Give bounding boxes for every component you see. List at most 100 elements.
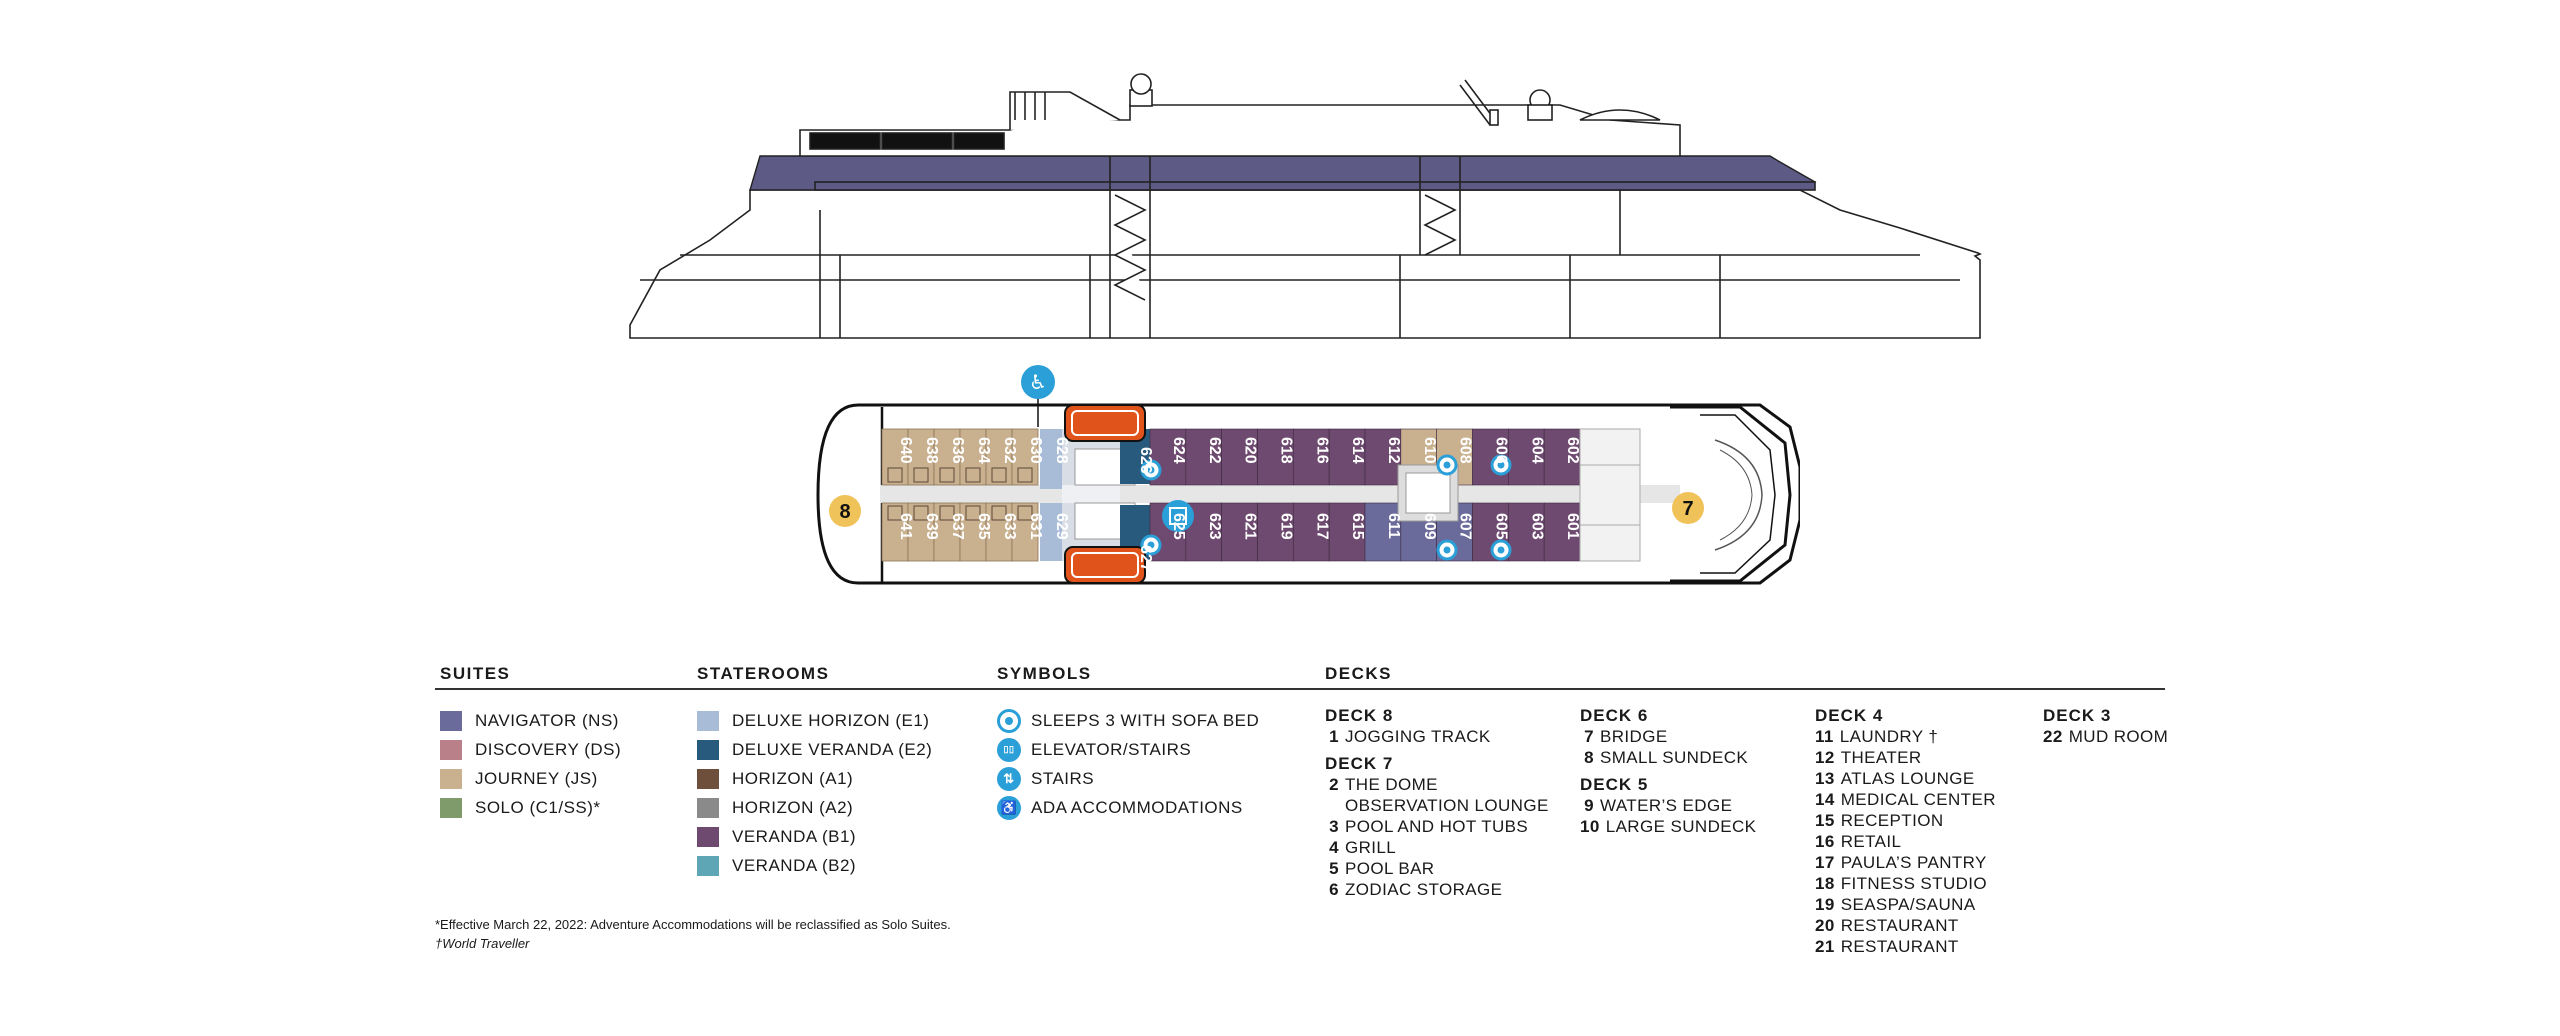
deck-item-number: 11: [1815, 727, 1834, 746]
cabin-label: 606: [1492, 437, 1509, 464]
deck-item-label: FITNESS STUDIO: [1840, 874, 1988, 893]
stateroom-swatch: [697, 768, 719, 789]
cabin-label: 611: [1385, 513, 1402, 539]
suite-swatch: [440, 739, 462, 760]
cabin-label: 628: [1053, 437, 1070, 464]
sofa-bed-icon: [997, 708, 1021, 733]
deck-item-number: 5: [1329, 859, 1339, 878]
cabin-label: 608: [1457, 437, 1474, 464]
cabin-label: 641: [897, 513, 914, 540]
wheelchair-icon: ♿: [1021, 365, 1055, 427]
cabin-label: 617: [1313, 513, 1330, 540]
symbol-item: ▯▯ELEVATOR/STAIRS: [997, 735, 1259, 764]
cabin-label: 620: [1242, 437, 1259, 464]
deck-callout-aft[interactable]: 8: [829, 495, 861, 527]
cabin-label: 639: [923, 513, 940, 540]
symbol-item: SLEEPS 3 WITH SOFA BED: [997, 706, 1259, 735]
cabin-label: 631: [1027, 513, 1044, 540]
stateroom-item: DELUXE VERANDA (E2): [697, 735, 932, 764]
elevator-stairs-icon: ▯▯: [997, 737, 1021, 762]
legend-symbols-title: SYMBOLS: [997, 664, 1092, 683]
legend-staterooms-title: STATEROOMS: [697, 664, 830, 683]
cabin-622: [1185, 428, 1222, 486]
cabin-label: 629: [1053, 513, 1070, 540]
symbol-label: SLEEPS 3 WITH SOFA BED: [1031, 710, 1260, 730]
cabin-612: [1364, 428, 1402, 486]
cabin-633: [985, 502, 1013, 562]
suite-swatch: [440, 710, 462, 731]
cabin-601: [1543, 502, 1581, 562]
cabin-618: [1257, 428, 1294, 486]
deck-item: 19 SEASPA/SAUNA: [1815, 895, 1996, 916]
cabin-603: [1508, 502, 1545, 562]
cabin-label: 622: [1206, 437, 1223, 464]
cabin-632: [985, 428, 1013, 486]
cabin-604: [1508, 428, 1545, 486]
deck-item-number: 19: [1815, 895, 1835, 914]
deck-item-label: SEASPA/SAUNA: [1840, 895, 1976, 914]
stateroom-label: DELUXE VERANDA (E2): [732, 739, 933, 759]
lifeboat-top: [1064, 404, 1146, 442]
suite-item: SOLO (C1/SS)*: [440, 793, 621, 822]
symbol-label: ADA ACCOMMODATIONS: [1031, 797, 1243, 817]
deck-item-label: RESTAURANT: [1840, 916, 1959, 935]
cabin-602: [1543, 428, 1581, 486]
cabin-label: 615: [1349, 513, 1366, 540]
stateroom-item: VERANDA (B1): [697, 822, 932, 851]
suite-swatch: [440, 768, 462, 789]
cabin-label: 625: [1170, 513, 1187, 540]
stateroom-item: VERANDA (B2): [697, 851, 932, 880]
svg-text:♿: ♿: [1029, 370, 1047, 394]
suite-label: DISCOVERY (DS): [475, 739, 622, 759]
cabin-640: [881, 428, 909, 486]
legend-symbols: SYMBOLS SLEEPS 3 WITH SOFA BED ▯▯ELEVATOR…: [997, 664, 1259, 822]
suite-label: NAVIGATOR (NS): [475, 710, 619, 730]
deck-item-number: 13: [1815, 769, 1835, 788]
deck-group-title: DECK 6: [1580, 706, 1649, 725]
cabin-label: 618: [1277, 437, 1294, 464]
cabin-label: 607: [1457, 513, 1474, 540]
deck-item-number: 20: [1815, 916, 1835, 935]
deck-item-number: 14: [1815, 790, 1835, 809]
deck-item: 20 RESTAURANT: [1815, 916, 1996, 937]
cabin-611: [1364, 502, 1402, 562]
deck-item-label: BRIDGE: [1600, 727, 1668, 746]
cabin-label: 605: [1492, 513, 1509, 540]
suite-swatch: [440, 797, 462, 818]
deck-group-title: DECK 5: [1580, 775, 1649, 794]
deck-item-label: LAUNDRY †: [1839, 727, 1939, 746]
stairs-icon: ⇅: [997, 766, 1021, 791]
cabin-614: [1328, 428, 1366, 486]
svg-text:7: 7: [1682, 498, 1693, 520]
suite-label: SOLO (C1/SS)*: [475, 797, 601, 817]
deck-6-plan: 8 7 ♿ 6406416386396366376346356326336306…: [816, 365, 1800, 585]
deck-item-number: 7: [1584, 727, 1594, 746]
cabin-label: 609: [1421, 513, 1438, 540]
deck-item: 11 LAUNDRY †: [1815, 727, 1996, 748]
stateroom-label: VERANDA (B1): [732, 826, 857, 846]
deck-callout-fwd[interactable]: 7: [1672, 492, 1704, 524]
stateroom-swatch: [697, 739, 719, 760]
deck-item-number: 10: [1580, 817, 1600, 836]
stateroom-swatch: [697, 855, 719, 876]
cabin-label: 638: [923, 437, 940, 464]
wheelchair-icon: ♿: [997, 795, 1021, 820]
cabin-label: 626: [1137, 447, 1154, 474]
stateroom-label: HORIZON (A1): [732, 768, 854, 788]
deck-item-label: THEATER: [1840, 748, 1922, 767]
deck-item-label: THE DOME: [1345, 775, 1438, 794]
